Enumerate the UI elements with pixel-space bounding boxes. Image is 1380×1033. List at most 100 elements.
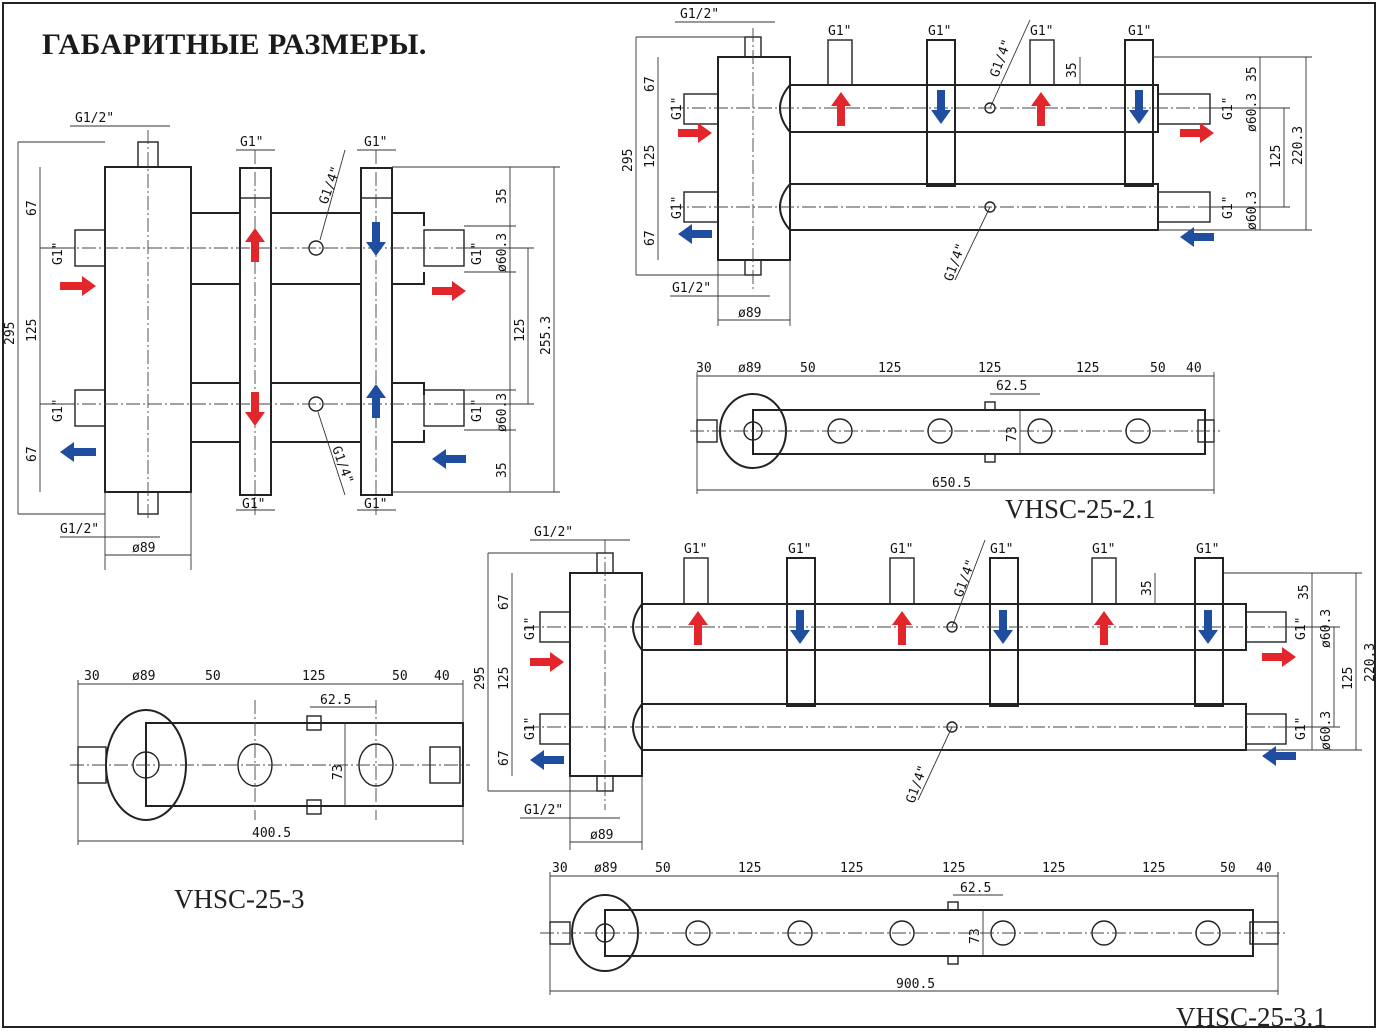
br-plan-depth: 73 — [968, 928, 983, 944]
br-label-b3: G1" — [890, 542, 913, 557]
dim-h-top: 67 — [25, 200, 40, 216]
tr-side-in-bottom: G1" — [670, 196, 685, 219]
tr-label-b3: G1" — [1030, 24, 1053, 39]
dim-r-d2: ø60.3 — [495, 393, 510, 432]
tr-vent-upper: G1/4" — [988, 37, 1015, 79]
label-side-out-bottom: G1" — [470, 399, 485, 422]
tr-side-in-top: G1" — [670, 97, 685, 120]
br-plan-d7: 125 — [1042, 861, 1065, 876]
tr-h-bot: 67 — [643, 230, 658, 246]
drawing-vhsc-25-3-1-plan: 30 ø89 50 125 125 125 125 125 50 40 62.5… — [540, 861, 1285, 995]
dim-h-bot: 67 — [25, 446, 40, 462]
label-vent-lower: G1/4" — [328, 444, 355, 486]
br-h-bot: 67 — [497, 750, 512, 766]
tr-plan-total: 650.5 — [932, 476, 971, 491]
br-h-total: 295 — [473, 667, 488, 690]
label-side-in-top: G1" — [51, 242, 66, 265]
plan-d6: 40 — [434, 669, 450, 684]
tr-plan-offset: 62.5 — [996, 379, 1027, 394]
drawing-vhsc-25-2-1-plan: 30 ø89 50 125 125 125 50 40 62.5 73 650.… — [690, 361, 1220, 494]
br-r-d2: ø60.3 — [1319, 711, 1334, 750]
plan-total: 400.5 — [252, 826, 291, 841]
br-r-mid: 125 — [1341, 667, 1356, 690]
br-plan-total: 900.5 — [896, 977, 935, 992]
br-plan-d2: ø89 — [594, 861, 617, 876]
model-label-vhsc-25-3-1: VHSC-25-3.1 — [1176, 1002, 1327, 1032]
label-branch-b-top: G1" — [364, 135, 387, 150]
drawing-vhsc-25-3-front: G1/2" G1/2" G1" G1" G1" G1" G1/4" G1/4" … — [3, 111, 560, 570]
br-plan-offset: 62.5 — [960, 881, 991, 896]
tr-plan-d7: 50 — [1150, 361, 1166, 376]
plan-d2: ø89 — [132, 669, 155, 684]
br-label-b6: G1" — [1196, 542, 1219, 557]
model-label-vhsc-25-3: VHSC-25-3 — [174, 884, 305, 914]
model-label-vhsc-25-2-1: VHSC-25-2.1 — [1005, 494, 1156, 524]
label-side-out-top: G1" — [470, 242, 485, 265]
br-side-in-top: G1" — [523, 617, 538, 640]
tr-plan-d2: ø89 — [738, 361, 761, 376]
br-label-b2: G1" — [788, 542, 811, 557]
tr-stub: 35 — [1065, 62, 1080, 78]
tr-d-body: ø89 — [738, 306, 761, 321]
label-bottom-conn: G1/2" — [60, 522, 99, 537]
plan-d1: 30 — [84, 669, 100, 684]
tr-h-total: 295 — [621, 149, 636, 172]
tr-label-b2: G1" — [928, 24, 951, 39]
br-plan-d3: 50 — [655, 861, 671, 876]
br-r-total: 220.3 — [1363, 643, 1378, 682]
plan-offset: 62.5 — [320, 693, 351, 708]
br-plan-d6: 125 — [942, 861, 965, 876]
tr-label-bottom-conn: G1/2" — [672, 281, 711, 296]
tr-side-out-bottom: G1" — [1221, 196, 1236, 219]
tr-plan-d1: 30 — [696, 361, 712, 376]
drawing-vhsc-25-3-plan: 30 ø89 50 125 50 40 62.5 73 400.5 — [70, 669, 470, 845]
dim-h-mid: 125 — [25, 319, 40, 342]
br-stub: 35 — [1140, 580, 1155, 596]
br-h-mid: 125 — [497, 667, 512, 690]
label-branch-b-bottom: G1" — [364, 497, 387, 512]
dim-h-total: 295 — [3, 322, 18, 345]
page-title: ГАБАРИТНЫЕ РАЗМЕРЫ. — [42, 28, 427, 61]
br-vent-lower: G1/4" — [904, 763, 931, 805]
tr-h-top: 67 — [643, 76, 658, 92]
br-d-body: ø89 — [590, 828, 613, 843]
tr-label-top-conn: G1/2" — [680, 7, 719, 22]
dim-r-total: 255.3 — [539, 316, 554, 355]
dim-r-mid: 125 — [513, 319, 528, 342]
br-side-out-bottom: G1" — [1294, 717, 1309, 740]
br-plan-d9: 50 — [1220, 861, 1236, 876]
br-side-out-top: G1" — [1294, 617, 1309, 640]
tr-r-d1: ø60.3 — [1245, 93, 1260, 132]
tr-vent-lower: G1/4" — [942, 241, 969, 283]
tr-plan-d5: 125 — [978, 361, 1001, 376]
br-r-d1: ø60.3 — [1319, 609, 1334, 648]
br-label-b1: G1" — [684, 542, 707, 557]
tr-plan-d3: 50 — [800, 361, 816, 376]
br-plan-d1: 30 — [552, 861, 568, 876]
br-label-b4: G1" — [990, 542, 1013, 557]
tr-plan-d4: 125 — [878, 361, 901, 376]
tr-r-mid: 125 — [1269, 145, 1284, 168]
label-top-conn: G1/2" — [75, 111, 114, 126]
plan-depth: 73 — [331, 764, 346, 780]
label-branch-a-top: G1" — [240, 135, 263, 150]
tr-plan-depth: 73 — [1005, 426, 1020, 442]
plan-d5: 50 — [392, 669, 408, 684]
tr-h-mid: 125 — [643, 145, 658, 168]
dim-r-d1: ø60.3 — [495, 233, 510, 272]
label-branch-a-bottom: G1" — [242, 497, 265, 512]
dim-r-top: 35 — [495, 188, 510, 204]
tr-r-total: 220.3 — [1291, 126, 1306, 165]
plan-d3: 50 — [205, 669, 221, 684]
br-plan-d8: 125 — [1142, 861, 1165, 876]
tr-label-b1: G1" — [828, 24, 851, 39]
br-label-top-conn: G1/2" — [534, 525, 573, 540]
br-side-in-bottom: G1" — [523, 717, 538, 740]
br-label-bottom-conn: G1/2" — [524, 803, 563, 818]
br-h-top: 67 — [497, 594, 512, 610]
br-vent-upper: G1/4" — [952, 557, 979, 599]
br-plan-d10: 40 — [1256, 861, 1272, 876]
plan-d4: 125 — [302, 669, 325, 684]
